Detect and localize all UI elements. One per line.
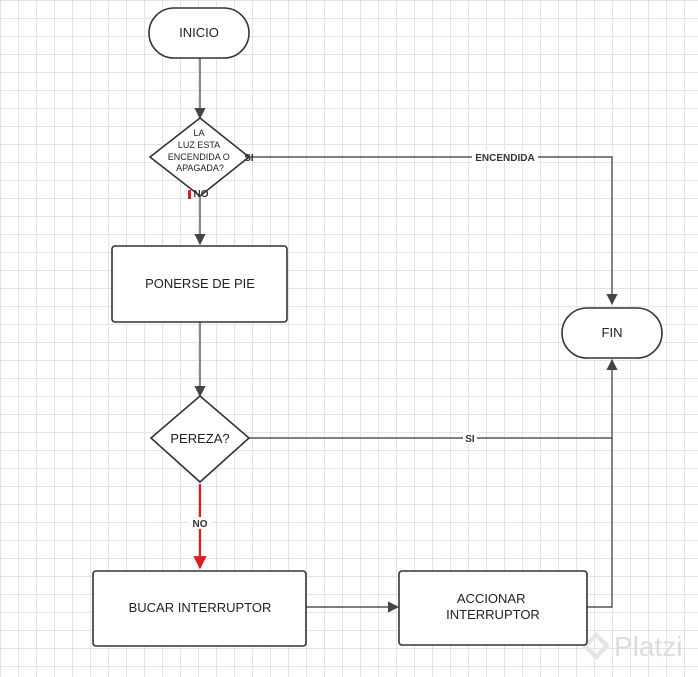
node-buscar-interruptor[interactable]: BUCAR INTERRUPTOR <box>92 570 307 647</box>
label-encendida-group: ENCENDIDA <box>472 151 538 164</box>
label-pereza-no: NO <box>193 519 208 530</box>
fin-label: FIN <box>602 325 623 340</box>
decision-luz-label: LA LUZ ESTA ENCENDIDA O APAGADA? <box>168 128 233 173</box>
label-pereza-no-group: NO <box>189 517 211 530</box>
connector-decision-si-to-fin <box>249 156 618 306</box>
node-decision-luz[interactable]: LA LUZ ESTA ENCENDIDA O APAGADA? <box>148 116 251 198</box>
label-luz-no: NO <box>194 189 209 200</box>
accionar-interruptor-label: ACCIONAR INTERRUPTOR <box>446 591 540 622</box>
node-ponerse-de-pie[interactable]: PONERSE DE PIE <box>111 245 288 323</box>
platzi-watermark: Platzi <box>582 631 682 662</box>
label-luz-si: SI <box>244 153 254 164</box>
buscar-interruptor-label: BUCAR INTERRUPTOR <box>129 600 272 615</box>
inicio-label: INICIO <box>179 25 219 40</box>
node-inicio[interactable]: INICIO <box>148 7 250 59</box>
platzi-logo-icon <box>582 632 610 660</box>
label-pereza-si-group: SI <box>463 432 477 445</box>
no-marker <box>188 190 191 199</box>
ponerse-de-pie-label: PONERSE DE PIE <box>145 276 255 291</box>
node-fin[interactable]: FIN <box>561 307 663 359</box>
connector-pereza-si-to-fin <box>249 358 618 439</box>
watermark-text: Platzi <box>614 631 682 662</box>
label-pereza-si: SI <box>465 434 475 445</box>
label-encendida: ENCENDIDA <box>475 153 534 164</box>
connector-accionar-to-fin <box>587 438 613 608</box>
node-pereza[interactable]: PEREZA? <box>149 394 251 484</box>
pereza-label: PEREZA? <box>170 431 229 446</box>
node-accionar-interruptor[interactable]: ACCIONAR INTERRUPTOR <box>398 570 588 646</box>
